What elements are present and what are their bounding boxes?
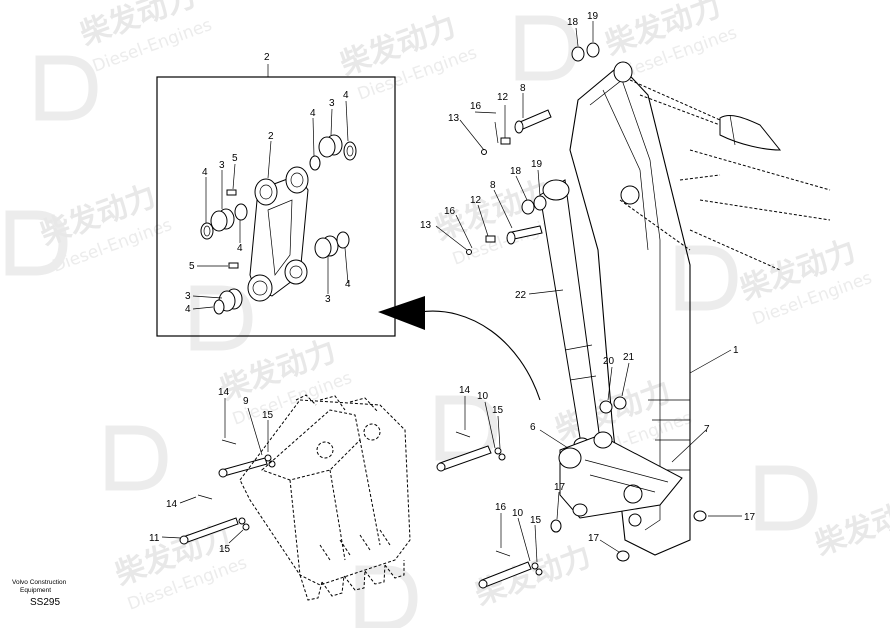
callout-15: 15: [530, 515, 542, 526]
caption-line1: Volvo Construction: [12, 579, 67, 586]
callout-3: 3: [325, 294, 331, 305]
callout-3: 3: [219, 160, 225, 171]
callout-15: 15: [219, 544, 231, 555]
callout-12: 12: [497, 92, 509, 103]
callout-22: 22: [515, 290, 527, 301]
callout-8: 8: [520, 83, 526, 94]
arm-assembly: [569, 61, 831, 562]
callout-labels: 2 2 3 4 4 5 3 4 4 5 3 4 3 4 18 19 16 12 …: [149, 11, 756, 555]
callout-9: 9: [243, 396, 249, 407]
h-link-part: [247, 166, 309, 302]
callout-15: 15: [262, 410, 274, 421]
main-leaders: [161, 21, 742, 563]
callout-7: 7: [704, 424, 710, 435]
callout-15: 15: [492, 405, 504, 416]
caption-line2: Equipment: [20, 587, 52, 594]
main-links: [550, 431, 683, 533]
callout-12: 12: [470, 195, 482, 206]
callout-4: 4: [202, 167, 208, 178]
callout-13: 13: [420, 220, 432, 231]
direction-arrow: [378, 296, 541, 401]
detail-inset: [156, 64, 396, 337]
callout-17: 17: [588, 533, 600, 544]
callout-18: 18: [567, 17, 579, 28]
callout-10: 10: [512, 508, 524, 519]
caption-company: Volvo Construction Equipment: [12, 579, 66, 595]
caption-code: SS295: [30, 597, 61, 608]
callout-10: 10: [477, 391, 489, 402]
callout-16: 16: [495, 502, 507, 513]
callout-4: 4: [310, 108, 316, 119]
callout-13: 13: [448, 113, 460, 124]
callout-4: 4: [185, 304, 191, 315]
callout-11: 11: [149, 533, 160, 544]
callout-5: 5: [232, 153, 238, 164]
inset-frame: [156, 76, 396, 337]
callout-8: 8: [490, 180, 496, 191]
callout-20: 20: [603, 356, 615, 367]
callout-17: 17: [744, 512, 756, 523]
callout-3: 3: [329, 98, 335, 109]
callout-14: 14: [166, 499, 178, 510]
callout-18: 18: [510, 166, 522, 177]
callout-19: 19: [531, 159, 543, 170]
bucket: [239, 394, 411, 601]
callout-16: 16: [470, 101, 482, 112]
pins: [466, 42, 627, 414]
callout-21: 21: [623, 352, 635, 363]
callout-1: 1: [733, 345, 739, 356]
callout-17: 17: [554, 482, 566, 493]
watermark-cn: 柴发动力: [811, 489, 890, 563]
watermark-cn: 柴发动力: [471, 539, 596, 613]
callout-6: 6: [530, 422, 536, 433]
callout-4: 4: [237, 243, 243, 254]
callout-4: 4: [345, 279, 351, 290]
callout-16: 16: [444, 206, 456, 217]
bucket-pins: [179, 431, 543, 589]
arrow-head-icon: [378, 296, 425, 330]
inset-leaders: [192, 100, 349, 310]
callout-3: 3: [185, 291, 191, 302]
callout-2: 2: [264, 52, 270, 63]
bushings: [200, 134, 357, 315]
callout-14: 14: [459, 385, 471, 396]
callout-14: 14: [218, 387, 230, 398]
callout-4: 4: [343, 90, 349, 101]
callout-19: 19: [587, 11, 599, 22]
callout-5: 5: [189, 261, 195, 272]
callout-2: 2: [268, 131, 274, 142]
